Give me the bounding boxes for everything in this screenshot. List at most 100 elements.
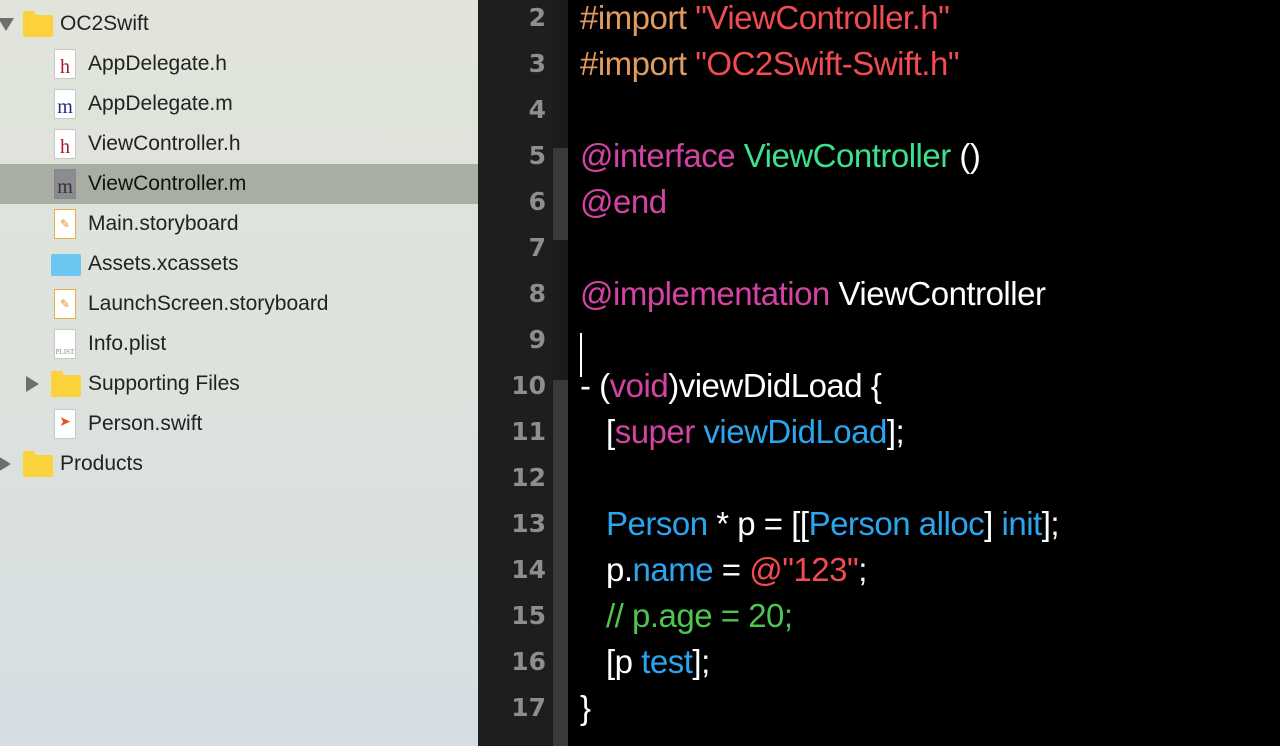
navigator-item-label: ViewController.m [88,172,247,195]
code-line[interactable]: [super viewDidLoad]; [580,409,905,455]
code-token-pp: #import [580,45,696,82]
folder-icon [51,371,81,397]
line-number: 6 [528,187,546,216]
line-number: 15 [511,601,546,630]
navigator-item[interactable]: m ViewController.m [0,164,478,204]
storyboard-file-icon: ✎ [54,289,76,319]
header-file-icon: h [54,49,76,79]
plist-file-icon: PLIST [54,329,76,359]
storyboard-file-icon: ✎ [54,209,76,239]
code-token-fn: alloc [918,505,985,542]
navigator-item[interactable]: ✎ Main.storyboard [0,204,478,244]
folder-icon [23,451,53,477]
navigator-item-label: Supporting Files [88,372,240,395]
line-number: 12 [511,463,546,492]
code-token-pl: - ( [580,367,610,404]
code-token-pl: [p [580,643,642,680]
line-number: 7 [528,233,546,262]
objc-file-icon: m [54,169,76,199]
code-line[interactable]: #import "ViewController.h" [580,0,950,41]
swift-file-icon: ➤ [54,409,76,439]
code-token-pp: #import [580,0,696,36]
code-line[interactable]: [p test]; [580,639,710,685]
code-token-cm: // p.age = 20; [580,597,793,634]
code-token-pl: ViewController [838,275,1046,312]
fold-region-interface[interactable] [553,148,568,240]
code-token-cls: ViewController [743,137,951,174]
navigator-item[interactable]: OC2Swift [0,4,478,44]
navigator-item-label: Products [60,452,143,475]
fold-region-viewdidload[interactable] [553,380,568,746]
disclosure-closed-icon[interactable] [26,376,39,392]
code-line[interactable]: #import "OC2Swift-Swift.h" [580,41,960,87]
asset-catalog-icon [51,254,81,276]
code-line[interactable]: } [580,685,591,731]
line-number: 2 [528,3,546,32]
navigator-item[interactable]: ➤Person.swift [0,404,478,444]
navigator-item[interactable]: Supporting Files [0,364,478,404]
navigator-item[interactable]: h AppDelegate.h [0,44,478,84]
navigator-item[interactable]: ✎LaunchScreen.storyboard [0,284,478,324]
folder-icon [23,11,53,37]
code-token-pl: () [950,137,981,174]
code-line[interactable]: @interface ViewController () [580,133,981,179]
code-token-kw: @implementation [580,275,839,312]
navigator-item[interactable]: Products [0,444,478,484]
code-token-str: @"123" [749,551,859,588]
code-line[interactable]: - (void)viewDidLoad { [580,363,882,409]
code-token-kw: @interface [580,137,744,174]
code-token-fn: test [641,643,693,680]
code-token-fn: init [1001,505,1043,542]
code-token-pl [580,505,606,542]
line-number: 5 [528,141,546,170]
code-token-kw: @end [580,183,667,220]
text-cursor [580,333,582,377]
code-token-pl: ] [984,505,1002,542]
disclosure-open-icon[interactable] [0,18,14,31]
code-line[interactable]: @implementation ViewController [580,271,1046,317]
disclosure-closed-icon[interactable] [0,456,11,472]
code-token-pl: } [580,689,591,726]
navigator-item-label: Info.plist [88,332,167,355]
code-token-pl: [ [580,413,615,450]
objc-file-icon: m [54,89,76,119]
line-number: 13 [511,509,546,538]
navigator-item[interactable]: m AppDelegate.m [0,84,478,124]
code-token-fn: Person [606,505,708,542]
navigator-item-label: AppDelegate.h [88,52,227,75]
line-number: 16 [511,647,546,676]
code-token-pl: ]; [886,413,905,450]
line-number: 4 [528,95,546,124]
code-line[interactable]: Person * p = [[Person alloc] init]; [580,501,1060,547]
code-token-pl: ; [858,551,867,588]
code-token-pl: p. [580,551,633,588]
line-number-gutter [478,0,553,746]
navigator-item[interactable]: Assets.xcassets [0,244,478,284]
line-number: 10 [511,371,546,400]
navigator-item-label: OC2Swift [60,12,149,35]
code-token-pl: * p = [[ [707,505,809,542]
code-token-pl: )viewDidLoad { [668,367,882,404]
navigator-item-label: ViewController.h [88,132,241,155]
navigator-item-label: Main.storyboard [88,212,239,235]
code-token-fn: Person [808,505,919,542]
navigator-item-label: Assets.xcassets [88,252,239,275]
code-line[interactable]: // p.age = 20; [580,593,793,639]
navigator-item-label: AppDelegate.m [88,92,233,115]
code-token-fn: viewDidLoad [703,413,887,450]
code-token-pl: = [713,551,750,588]
line-number: 9 [528,325,546,354]
code-line[interactable]: p.name = @"123"; [580,547,867,593]
line-number: 14 [511,555,546,584]
code-line[interactable]: @end [580,179,667,225]
line-number: 17 [511,693,546,722]
code-token-kw: super [614,413,704,450]
code-token-kw: void [609,367,669,404]
navigator-item[interactable]: PLIST Info.plist [0,324,478,364]
line-number: 8 [528,279,546,308]
line-number: 3 [528,49,546,78]
code-token-pl: ]; [1041,505,1060,542]
code-folding-ribbon[interactable] [553,0,568,746]
